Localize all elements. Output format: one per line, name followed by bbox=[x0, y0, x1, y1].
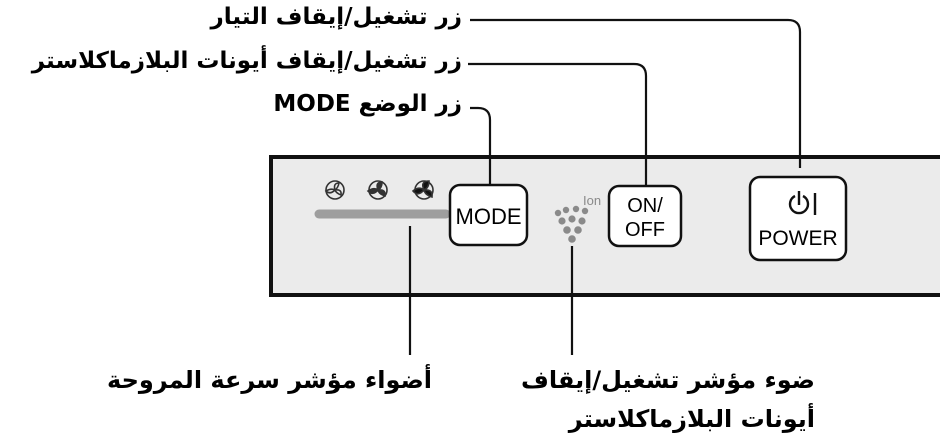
ion-indicator-light-callout-line1: ضوء مؤشر تشغيل/إيقاف bbox=[520, 366, 815, 394]
power-leader-line bbox=[470, 18, 802, 168]
power-button-callout: زر تشغيل/إيقاف التيار bbox=[210, 4, 462, 30]
ion-leader-line bbox=[468, 62, 648, 190]
fan-speed-low-icon bbox=[324, 180, 345, 200]
power-symbol-icon bbox=[788, 191, 817, 215]
fan-speed-high-icon bbox=[411, 180, 434, 200]
mode-leader-line bbox=[470, 106, 492, 186]
ion-button-label-line2: OFF bbox=[625, 219, 665, 241]
power-button[interactable]: POWER bbox=[748, 175, 848, 262]
plasmacluster-ion-icon: Ion bbox=[554, 193, 601, 243]
ion-on-off-button[interactable]: ON/ OFF bbox=[607, 184, 683, 248]
fan-speed-lights-callout: أضواء مؤشر سرعة المروحة bbox=[107, 366, 432, 394]
ion-button-callout: زر تشغيل/إيقاف أيونات البلازماكلاستر bbox=[31, 48, 462, 74]
mode-button-callout: زر الوضع MODE bbox=[273, 91, 462, 117]
mode-button-label: MODE bbox=[456, 204, 522, 229]
mode-button[interactable]: MODE bbox=[448, 183, 529, 247]
leader-lines bbox=[408, 18, 802, 355]
fan-speed-icons bbox=[324, 180, 434, 200]
power-button-label: POWER bbox=[758, 227, 837, 250]
ion-button-label-line1: ON/ bbox=[627, 195, 663, 217]
ion-indicator-text: Ion bbox=[583, 193, 601, 208]
fan-speed-mid-icon bbox=[366, 180, 388, 200]
ion-indicator-light-callout-line2: أيونات البلازماكلاستر bbox=[568, 405, 815, 433]
